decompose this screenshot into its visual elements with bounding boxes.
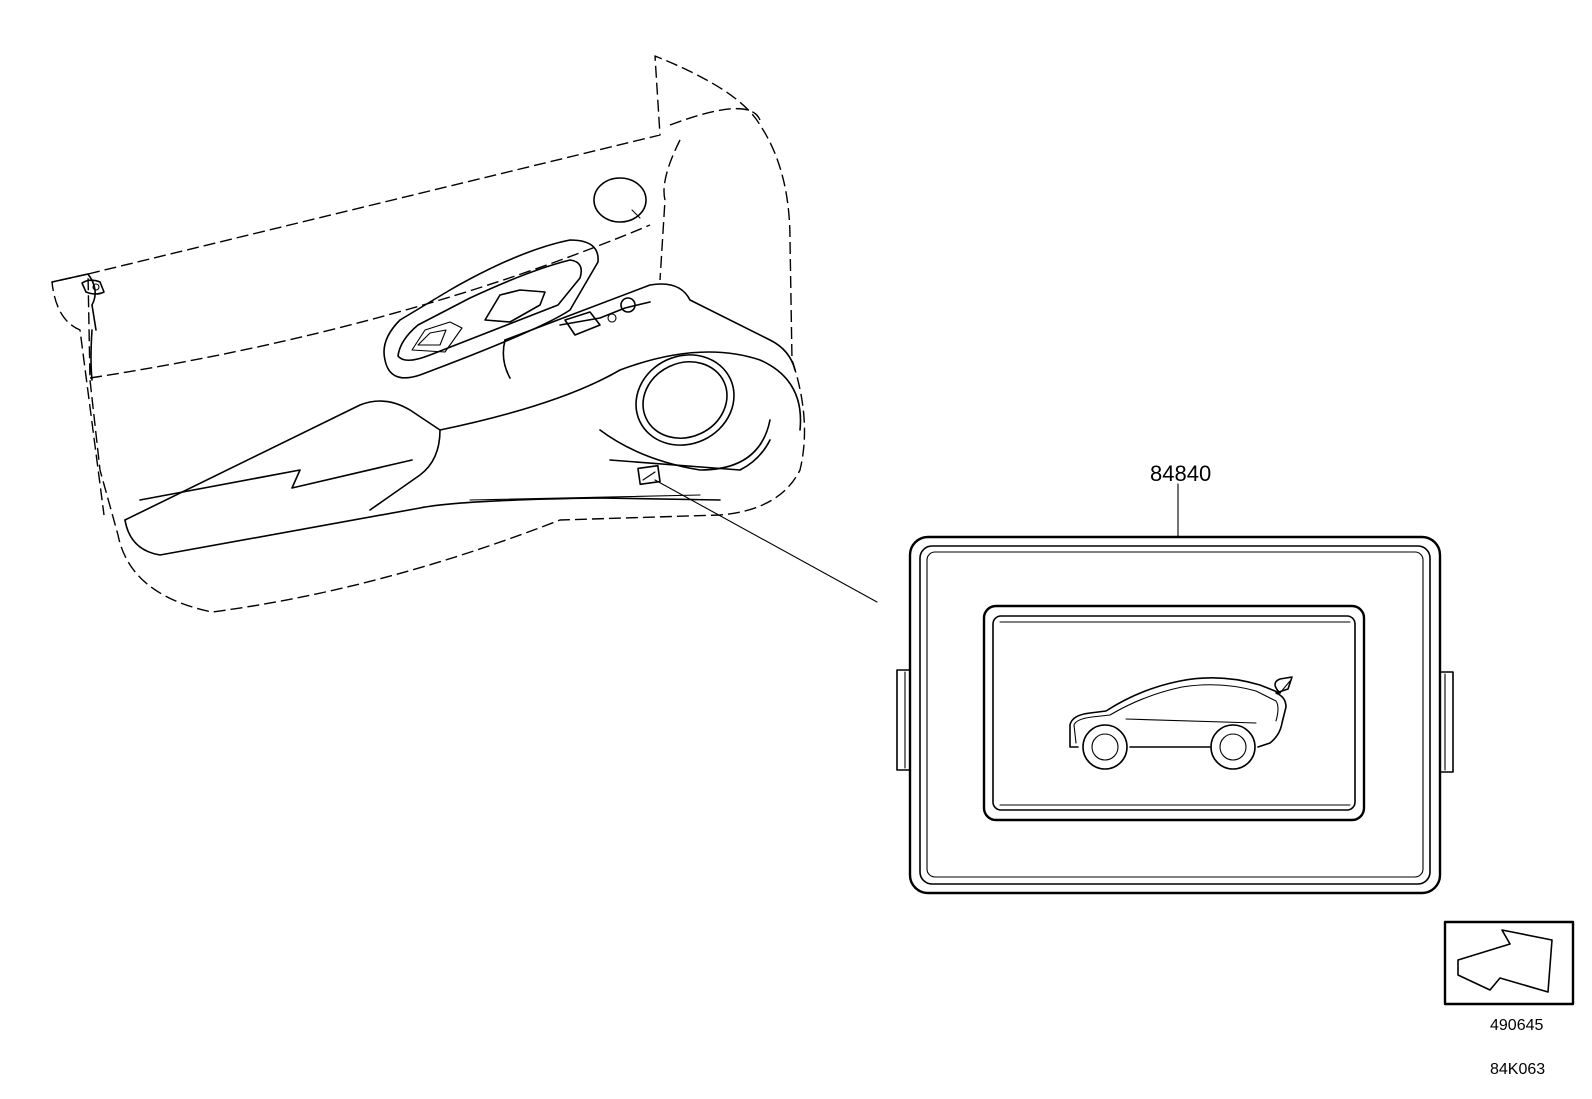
illustration-code-label: 84K063 <box>1490 1061 1545 1078</box>
door-trim-panel <box>51 55 806 613</box>
forward-direction-arrow-icon <box>1443 920 1575 1006</box>
leader-line <box>654 479 878 603</box>
trunk-opener-switch <box>896 483 1454 895</box>
car-trunk-open-icon <box>1069 676 1293 770</box>
image-code-label: 490645 <box>1490 1017 1543 1034</box>
part-number-label: 84840 <box>1150 461 1211 486</box>
